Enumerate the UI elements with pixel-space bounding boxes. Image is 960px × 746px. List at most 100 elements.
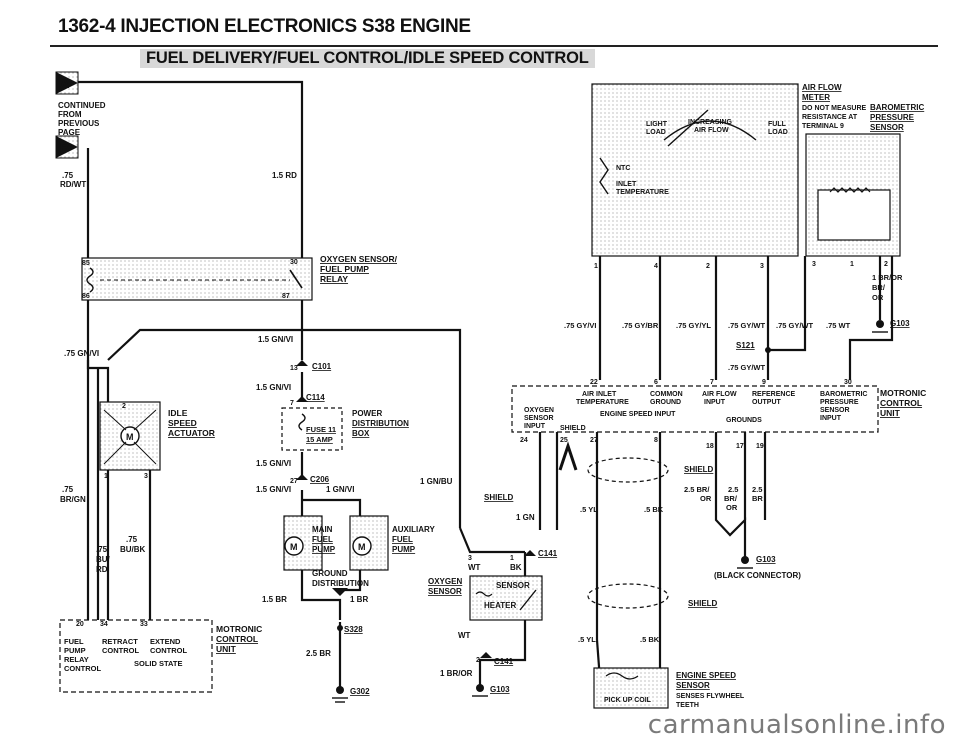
marker-b-icon: B	[55, 135, 79, 159]
wire-label-gyyl: .75 GY/YL	[676, 321, 711, 330]
pin-27: 27	[290, 478, 298, 485]
wire-label-gywt3: .75 GY/WT	[728, 363, 766, 372]
page-header: 1362-4 INJECTION ELECTRONICS S38 ENGINE	[58, 16, 471, 37]
power-box-label-3: BOX	[352, 429, 370, 438]
mcu-left-fuel: FUEL	[64, 637, 84, 646]
afm-light: LIGHT	[646, 121, 668, 128]
wire-label-wt3: WT	[468, 563, 481, 572]
baro-label-1: BAROMETRIC	[870, 103, 924, 112]
afm-temp: TEMPERATURE	[616, 189, 669, 196]
connector-c141a-icon	[524, 550, 536, 556]
wire-label-gnvi15d: 1.5 GN/VI	[256, 485, 291, 494]
relay-coil-icon	[86, 267, 94, 293]
diagram-subtitle: FUEL DELIVERY/FUEL CONTROL/IDLE SPEED CO…	[140, 49, 595, 68]
actuator-motor-icon	[120, 426, 140, 446]
afm-af: AIR FLOW	[694, 127, 729, 134]
wire-label-rdwt-2: RD/WT	[60, 180, 86, 189]
o2-label-2: SENSOR	[428, 587, 462, 596]
shield-label-2: SHIELD	[688, 599, 718, 608]
continued-line2: FROM	[58, 110, 82, 119]
wire-label-bk3: BK	[510, 563, 522, 572]
wire-label-yl5b: .5 YL	[578, 635, 596, 644]
wire-label-wt75: .75 WT	[826, 321, 851, 330]
afm-label-2: METER	[802, 93, 830, 102]
mcu-grounds: GROUNDS	[726, 417, 762, 424]
mcu-ait: AIR INLET	[582, 391, 617, 398]
wire-label-burd-2: BU/	[96, 555, 111, 564]
o2-heater: HEATER	[484, 601, 517, 610]
connector-c114: C114	[306, 393, 325, 402]
wire-label-gnvi15b: 1.5 GN/VI	[256, 383, 291, 392]
wire-label-bror-2: BR/	[872, 283, 886, 292]
mcu-ref: REFERENCE	[752, 391, 796, 398]
pin-30: 30	[290, 259, 298, 266]
wire-label-gybr: .75 GY/BR	[622, 321, 659, 330]
power-box-label-1: POWER	[352, 409, 382, 418]
mcu-pin-22: 22	[590, 379, 598, 386]
motronic-control-unit-left	[59, 619, 213, 693]
mcu-press: PRESSURE	[820, 399, 859, 406]
fuse-label-1: FUSE 11	[306, 425, 336, 434]
wire-label-br25: 2.5 BR	[306, 649, 331, 658]
o2-pin-3: 3	[468, 555, 472, 562]
baro-pin-1: 1	[850, 261, 854, 268]
es-label-2: SENSOR	[676, 681, 710, 690]
wire-label-gywt1: .75 GY/WT	[728, 321, 766, 330]
black-connector-note: (BLACK CONNECTOR)	[714, 571, 801, 580]
pickup-coil-icon	[605, 672, 639, 680]
mcu-common: COMMON	[650, 391, 683, 398]
mcu-left-title-2: CONTROL	[216, 634, 258, 644]
mcu-pin-25: 25	[560, 437, 568, 444]
wire-label-bror25: 2.5 BR/	[684, 485, 710, 494]
engine-speed-signal-icon	[558, 441, 578, 471]
ground-g103a-icon	[472, 684, 488, 697]
splice-s121: S121	[736, 341, 755, 350]
wire-label-brgn-1: .75	[62, 485, 74, 494]
barometric-pressure-sensor	[805, 133, 901, 257]
baro-pin-2: 2	[884, 261, 888, 268]
main-pump-label-2: FUEL	[312, 535, 333, 544]
mcu-pin-19: 19	[756, 443, 764, 450]
wire-a-red	[78, 80, 304, 258]
es-label-1: ENGINE SPEED	[676, 671, 736, 680]
mcu-pin-17: 17	[736, 443, 744, 450]
idle-pin-2: 2	[122, 403, 126, 410]
pump-motor-icon	[284, 536, 304, 556]
ground-g103c: G103	[756, 555, 776, 564]
aux-pump-label-3: PUMP	[392, 545, 416, 554]
splice-s328: S328	[344, 625, 363, 634]
wire-label-br25b: 2.5	[752, 485, 762, 494]
splice-s328-icon	[337, 625, 343, 631]
mcu-oinput: INPUT	[524, 423, 546, 430]
mcu-left-extend: EXTEND	[150, 637, 181, 646]
engine-speed-sensor	[593, 667, 669, 709]
motronic-control-unit-right	[511, 385, 879, 433]
mcu-left-control: CONTROL	[64, 664, 101, 673]
wire-label-gnvi1: 1 GN/VI	[326, 485, 354, 494]
wire-label-wt2: WT	[458, 631, 471, 640]
actuator-motor-glyph: M	[126, 432, 134, 442]
mcu-left-title-3: UNIT	[216, 644, 237, 654]
mcu-left-retract: RETRACT	[102, 637, 138, 646]
connector-c101: C101	[312, 362, 332, 371]
mcu-pin-24: 24	[520, 437, 528, 444]
ground-g103c-icon	[737, 556, 753, 569]
oxygen-sensor-fuel-pump-relay: 85 86 87 30	[81, 257, 313, 301]
wire-label-bubk-2: BU/BK	[120, 545, 146, 554]
auxiliary-fuel-pump: M	[349, 515, 389, 571]
continued-line3: PREVIOUS	[58, 119, 100, 128]
marker-a-icon: A	[55, 71, 79, 95]
wire-label-gnvi15a: 1.5 GN/VI	[258, 335, 293, 344]
afm-ntc: NTC	[616, 165, 630, 172]
afm-pin-4: 4	[654, 263, 658, 270]
mcu-ait2: TEMPERATURE	[576, 399, 629, 406]
ground-g302: G302	[350, 687, 370, 696]
afm-full: FULL	[768, 121, 787, 128]
wire-label-br25a2: BR/	[724, 494, 738, 503]
mcu-baro: BAROMETRIC	[820, 391, 867, 398]
pin-13: 13	[290, 365, 298, 372]
resistor-icon	[829, 187, 871, 193]
mcu-left-pump: PUMP	[64, 646, 86, 655]
afm-pin-1: 1	[594, 263, 598, 270]
connector-c141a: C141	[538, 549, 558, 558]
